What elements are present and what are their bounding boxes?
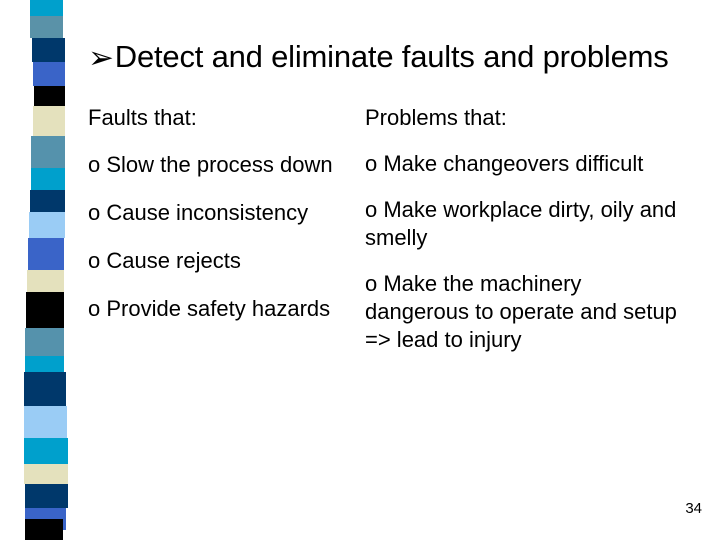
wingdings-arrow-bullet-icon: ➢ — [88, 40, 114, 75]
stripe-band — [25, 356, 64, 372]
stripe-band — [33, 106, 65, 136]
stripe-band — [34, 86, 65, 106]
column-problems-heading: Problems that: — [365, 105, 507, 130]
list-item: o Cause inconsistency — [88, 200, 309, 225]
stripe-band — [30, 16, 63, 38]
stripe-band — [32, 38, 65, 62]
stripe-band — [31, 136, 65, 168]
column-faults-heading: Faults that: — [88, 105, 197, 130]
column-faults: Faults that: o Slow the process down o C… — [88, 104, 346, 343]
vertical-color-stripe-ribbon — [0, 0, 90, 540]
stripe-band — [25, 484, 68, 508]
stripe-band — [24, 464, 68, 484]
stripe-band — [30, 190, 65, 212]
stripe-band — [27, 270, 64, 292]
stripe-band — [24, 406, 67, 438]
list-item: o Cause rejects — [88, 248, 241, 273]
stripe-band — [25, 519, 63, 540]
page-title: ➢Detect and eliminate faults and problem… — [88, 38, 713, 77]
stripe-band — [25, 328, 64, 356]
page-title-text: Detect and eliminate faults and problems — [114, 39, 669, 74]
stripe-band — [24, 372, 66, 406]
list-item: o Make changeovers difficult — [365, 151, 644, 176]
stripe-band — [33, 62, 65, 86]
stripe-band — [29, 212, 65, 238]
stripe-band — [31, 168, 65, 190]
stripe-band — [24, 438, 68, 464]
list-item: o Slow the process down — [88, 152, 333, 177]
column-problems: Problems that: o Make changeovers diffic… — [365, 104, 685, 372]
page-number: 34 — [685, 500, 702, 517]
stripe-band — [28, 238, 64, 270]
list-item: o Provide safety hazards — [88, 296, 331, 321]
list-item: o Make the machinery dangerous to operat… — [365, 271, 677, 352]
stripe-band — [30, 0, 63, 16]
stripe-band — [26, 292, 64, 328]
list-item: o Make workplace dirty, oily and smelly — [365, 197, 677, 250]
